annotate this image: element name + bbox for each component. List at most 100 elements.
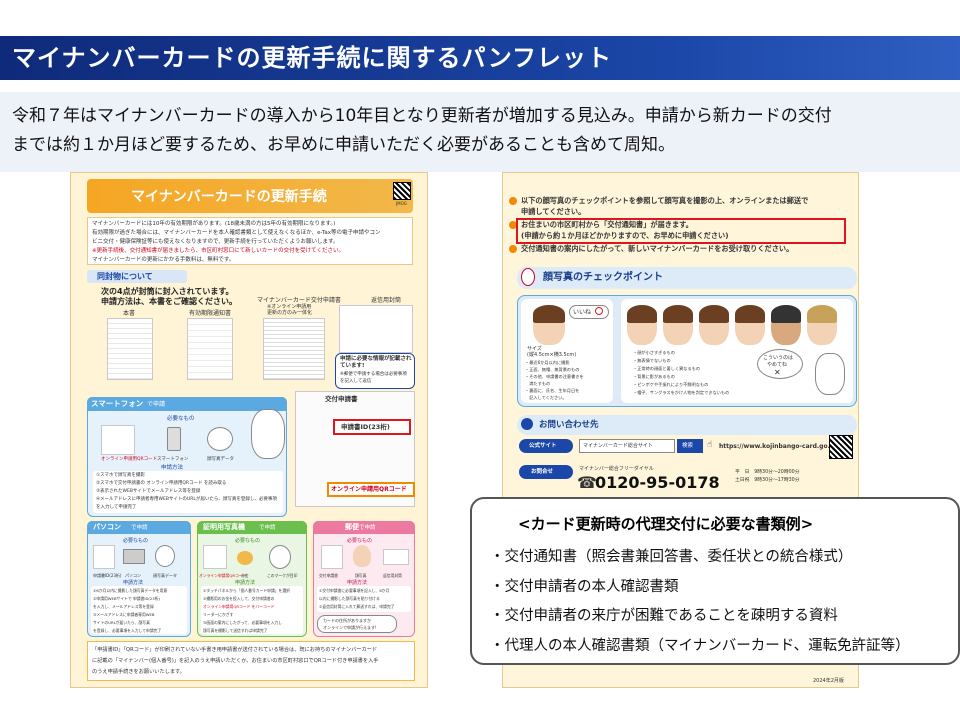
description: 令和７年はマイナンバーカードの導入から10年目となり更新者が増加する見込み。申請… — [0, 92, 960, 172]
mail-steps-box: ①交付申請書に必要事項を記入し、6か月 以内に撮影した顔写真を貼り付ける ②返信… — [317, 586, 411, 612]
step-line: ①スマホで顔写真を撮影 — [96, 473, 145, 478]
phone-number: 0120-95-0178 — [595, 473, 720, 492]
intro-line: マイナンバーカードには10年の有効期限があります。(18歳未満の方は5年の有効期… — [92, 221, 336, 227]
laptop-icon — [123, 549, 145, 564]
search-button-bg — [677, 439, 703, 453]
pc-need-item: 申請書ID(23桁) — [93, 573, 122, 578]
good-point: ・その他、申請書の注意書きを — [525, 374, 584, 379]
cross-icon: ✕ — [774, 368, 781, 377]
good-points: ・最近6か月以内に撮影 ・正面、無帽、無背景のもの ・その他、申請書の注意書きを… — [525, 359, 609, 401]
notice-line: 「申請書ID」「QRコード」が印刷されていない手書き用申請書が送付されている場合… — [92, 647, 378, 653]
qr-label: JMOG — [396, 201, 407, 206]
mascot-bunny-icon — [207, 427, 233, 451]
face-photo-bad — [699, 305, 729, 345]
step-line: ①交付申請書に必要事項を記入し、6か月 — [319, 588, 390, 593]
bubble-line: オンラインで申請が行えます! — [323, 625, 377, 630]
size-label: (縦4.5cm×横3.5cm) — [527, 352, 577, 358]
callout-item: ・交付通知書（照会書兼回答書、委任状との統合様式） — [490, 549, 853, 565]
pc-heading-bar — [87, 521, 191, 534]
step-line: 顔写真を撮影して送信すれば申請完了 — [203, 628, 268, 633]
bad-point: ・無表情でないもの — [633, 358, 671, 363]
step-line: ②申請用WEBサイトで 申請書ID(23桁) — [93, 596, 160, 601]
step-number-icon — [509, 221, 517, 229]
face-photo-bad — [807, 305, 837, 345]
bad-bubble — [757, 349, 803, 379]
contact-heading: お問い合わせ先 — [539, 420, 599, 430]
form-thumbnail — [263, 318, 325, 380]
good-point: ・最近6か月以内に撮影 — [525, 360, 570, 365]
official-site-label-bg — [519, 439, 573, 453]
search-button: 検索 — [682, 443, 694, 449]
good-point: 満たすもの — [525, 381, 551, 386]
enclosed-heading: 同封物について — [97, 272, 153, 281]
circle-ok-icon — [595, 307, 603, 315]
mail-bubble: カードの住所がありますか オンラインで申請が行えます! — [317, 615, 397, 633]
intro-line: 有効期限が過ぎた場合には、マイナンバーカードを本人確認書類として使えなくなるほか… — [92, 230, 381, 236]
speech-sub: を記入して返信 — [340, 379, 372, 384]
smartphone-heading: スマートフォン — [91, 399, 144, 408]
dial-caption: マイナンバー総合フリーダイヤル — [579, 466, 654, 472]
smartphone-need-item: スマートフォン — [157, 457, 189, 462]
step-line: を入力し、メールアドレス等を登録 — [93, 604, 154, 609]
item-sub-label: 更新の方のみ一体化 — [267, 310, 313, 316]
step-number-icon — [509, 245, 517, 253]
item-label-envelope: 返信用封筒 — [371, 297, 402, 304]
callout-item: ・代理人の本人確認書類（マイナンバーカード、運転免許証等） — [490, 637, 910, 654]
step-line: (申請から約１か月ほどかかりますので、お早めに申請ください) — [521, 231, 729, 240]
mascot-bunny-icon — [251, 409, 285, 459]
qr-code-icon — [393, 182, 411, 200]
search-box — [579, 439, 675, 453]
photo-booth-steps-box: ①タッチパネルから「個人番号カード申請」を選択 ②撮影用のお金を投入して、交付申… — [201, 586, 303, 634]
step-line: ②スマホで交付申請書の オンライン申請用QRコード を読み取る — [96, 481, 227, 486]
good-point: 記入してください。 — [525, 395, 567, 400]
photo-booth-need-item: このマークが目印 — [267, 573, 298, 578]
envelope-icon — [383, 549, 409, 565]
online-qr-highlight — [327, 482, 415, 497]
inquiry-label-bg — [519, 465, 573, 479]
pc-steps-box: ①6か月以内に撮影した顔写真データを用意 ②申請用WEBサイトで 申請書ID(2… — [91, 586, 187, 634]
online-qr-label: オンライン申請用QRコード — [331, 486, 407, 493]
qr-form-icon — [203, 545, 227, 569]
notice-thumbnail — [187, 318, 233, 380]
smartphone-steps-box: ①スマホで顔写真を撮影 ②スマホで交付申請書の オンライン申請用QRコード を読… — [93, 471, 283, 513]
photo-booth-heading: 証明用写真機 — [203, 523, 245, 531]
official-site-label: 公式サイト — [529, 443, 557, 449]
notice-line: に記載の「マイナンバー(個人番号)」を記入のうえ申請いただくか、お住まいの市区町… — [92, 658, 379, 664]
form-icon — [93, 545, 115, 569]
photo-booth-method-label: 申請方法 — [235, 580, 256, 586]
smartphone-need-item: 顔写真データ — [207, 457, 234, 462]
smartphone-icon — [167, 427, 181, 451]
bad-points: ・顔が小さすぎるもの ・無表情でないもの ・正常時の顔面と著しく異なるもの ・背… — [633, 349, 773, 399]
photo-heading-bg — [517, 267, 857, 289]
contact-heading-bg — [517, 415, 857, 435]
face-photo-bad — [663, 305, 693, 345]
smartphone-heading-bar — [87, 397, 287, 411]
mail-need-item: 返信用封筒 — [383, 573, 402, 578]
callout-item: ・交付申請者の来庁が困難であることを疎明する資料 — [490, 608, 838, 624]
photo-booth-heading-bar — [197, 521, 307, 534]
callout-title: <カード更新時の代理交付に必要な書類例> — [518, 515, 814, 533]
enclosed-text: 次の4点が封筒に封入されています。 — [101, 287, 234, 296]
step-line: ③メールアドレスに申請者専用WEB — [93, 612, 155, 617]
mail-need-label: 必要なもの — [347, 538, 373, 544]
good-label: いいね — [573, 309, 592, 316]
photo-booth-need-item: オンライン申請用QRコード — [199, 573, 247, 578]
intro-line: ※更新手続後、交付通知書が届きましたら、市区町村窓口にて新しいカードの交付を受け… — [92, 248, 344, 254]
booklet-thumbnail — [107, 318, 153, 380]
step-line: オンライン申請用QRコード をバーコード — [203, 604, 275, 609]
form-id-highlight — [333, 419, 411, 435]
enclosed-text: 申請方法は、本書をご確認ください。 — [101, 297, 237, 306]
item-label-form: マイナンバーカード交付申請書 — [257, 297, 341, 304]
mail-need-item: 交付申請書 — [319, 573, 338, 578]
mascot-bunny-icon — [521, 268, 535, 286]
smartphone-method-label: 申請方法 — [161, 465, 184, 471]
mail-method-label: 申請方法 — [347, 580, 368, 586]
callout-item: ・交付申請者の本人確認書類 — [490, 578, 679, 595]
phone-receiver-icon: ☎ — [577, 473, 597, 492]
step-number-icon — [509, 197, 517, 205]
speech-text: 申請に必要な情報が記載されています! — [340, 356, 412, 369]
photo-booth-need-label: 必要なもの — [235, 538, 261, 544]
notice-line: のうえ申請手続きをお願いいたします。 — [92, 669, 185, 675]
mail-heading-suffix: で申請 — [359, 525, 376, 531]
size-label: サイズ — [527, 346, 542, 352]
